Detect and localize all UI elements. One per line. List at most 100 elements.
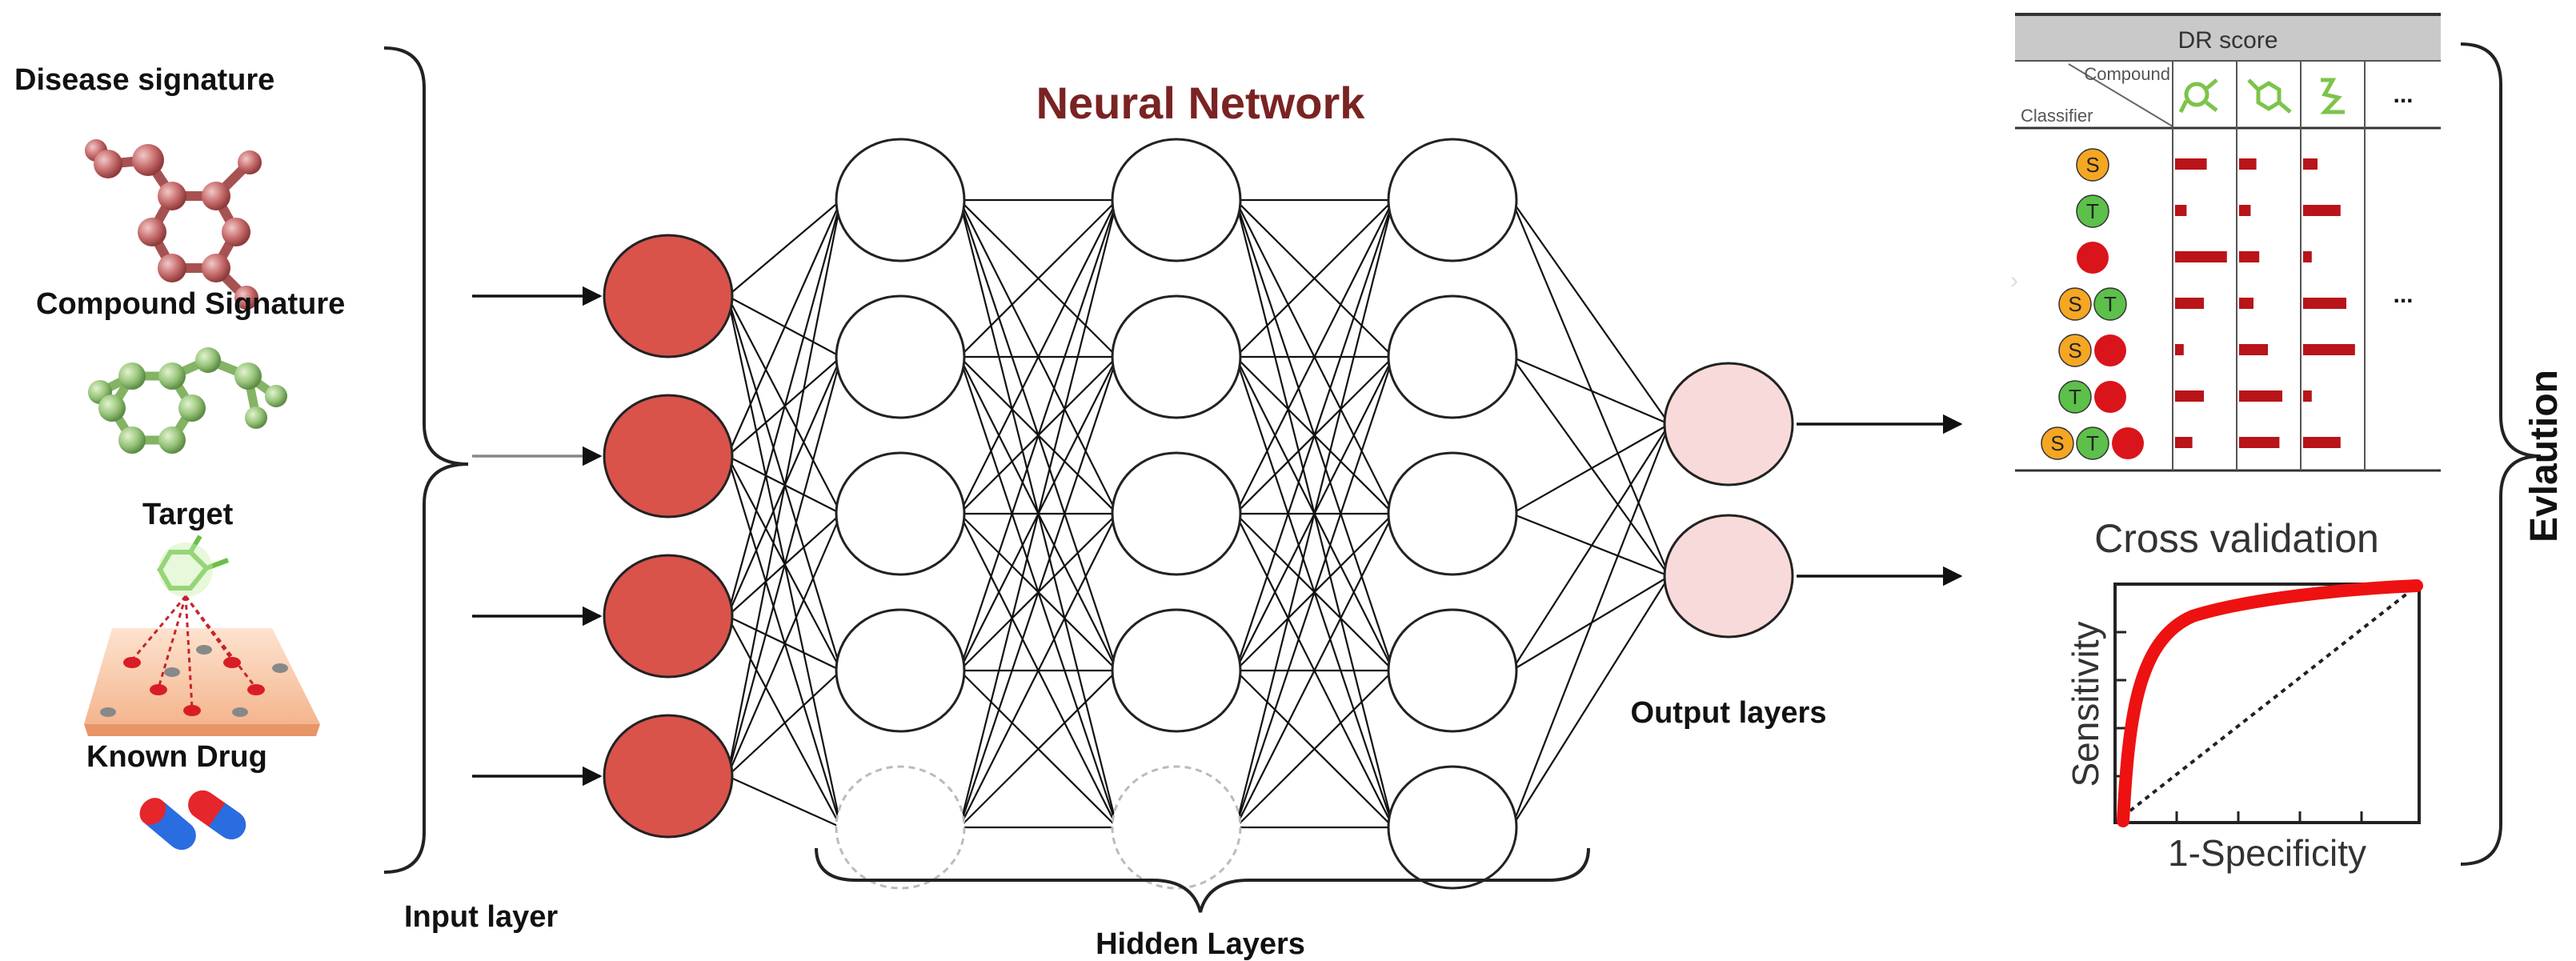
- dr-score-bar: [2175, 251, 2227, 262]
- network-edge: [1235, 513, 1394, 828]
- hidden-node: [1111, 765, 1242, 890]
- dr-score-bar: [2303, 205, 2341, 216]
- input-node: [603, 234, 734, 358]
- classifier-s-badge-label: S: [2085, 153, 2099, 177]
- network-edge: [1234, 356, 1395, 828]
- hidden-node: [1387, 765, 1518, 890]
- hidden-node: [1387, 294, 1518, 419]
- dr-score-bar: [2303, 344, 2355, 355]
- network-edge: [959, 513, 1118, 828]
- network-edge: [958, 199, 1119, 828]
- dr-score-bar: [2239, 390, 2282, 402]
- network-nodes: [603, 138, 1794, 890]
- hidden-node: [1111, 451, 1242, 576]
- target-label: Target: [142, 498, 234, 531]
- network-edge: [727, 670, 842, 777]
- dr-score-bar: [2239, 205, 2251, 216]
- network-edge: [726, 513, 843, 777]
- dr-score-bar: [2303, 390, 2312, 402]
- network-edge: [958, 199, 1119, 671]
- dr-score-bar: [2239, 158, 2257, 170]
- disease-signature-label: Disease signature: [14, 63, 274, 97]
- network-arrows: [472, 286, 1963, 787]
- input-node: [603, 394, 734, 519]
- network-edge: [1235, 670, 1394, 828]
- network-edge: [726, 199, 843, 777]
- network-edge: [726, 199, 843, 617]
- classifier-s-badge: [2058, 334, 2092, 367]
- network-edge: [1511, 355, 1670, 426]
- network-edge: [959, 199, 1118, 515]
- hidden-node: [835, 138, 966, 262]
- classifier-t-badge: [2076, 194, 2109, 228]
- dr-row-ellipsis: ...: [2393, 282, 2413, 308]
- hidden-node: [1111, 608, 1242, 733]
- classifier-s-badge: [2058, 287, 2092, 321]
- network-edge: [1235, 199, 1394, 515]
- hidden-node: [1111, 294, 1242, 419]
- hidden-layers-label: Hidden Layers: [1096, 927, 1305, 961]
- network-edge: [1511, 423, 1670, 515]
- evaluation-label: Evlaution: [2523, 370, 2566, 543]
- hidden-node: [835, 608, 966, 733]
- classifier-r-badge: [2077, 242, 2109, 274]
- dr-header-classifier: Classifier: [2021, 106, 2093, 126]
- network-edge: [727, 615, 842, 828]
- dr-score-bar: [2175, 437, 2193, 448]
- dr-score-bar: [2175, 390, 2204, 402]
- classifier-r-badge: [2094, 334, 2126, 366]
- network-edge: [1511, 199, 1670, 425]
- roc-title: Cross validation: [2094, 516, 2379, 561]
- dr-score-title: DR score: [2177, 27, 2278, 54]
- roc-diagonal: [2113, 583, 2421, 824]
- output-node: [1663, 514, 1794, 639]
- dr-score-bar: [2175, 158, 2207, 170]
- input-layer-label: Input layer: [404, 900, 558, 934]
- dr-score-bar: [2239, 437, 2280, 448]
- classifier-r-badge: [2094, 381, 2126, 413]
- compound-molecule-icon: [85, 139, 262, 310]
- dr-score-bar: [2175, 298, 2204, 309]
- dr-score-table: DR score Compound Classifier ... ... › S…: [2010, 13, 2441, 472]
- classifier-t-badge: [2058, 380, 2092, 414]
- input-node: [603, 554, 734, 679]
- network-connections: [726, 198, 1671, 829]
- dr-score-bar: [2175, 344, 2184, 355]
- dr-score-bar: [2175, 205, 2187, 216]
- dr-score-bar: [2303, 158, 2318, 170]
- roc-xlabel: 1-Specificity: [2168, 832, 2366, 874]
- classifier-t-badge: [2076, 426, 2109, 460]
- classifier-t-badge-label: T: [2086, 199, 2099, 223]
- classifier-s-badge-label: S: [2068, 292, 2081, 316]
- known-drug-label: Known Drug: [86, 740, 267, 774]
- input-brace: [383, 46, 469, 874]
- classifier-t-badge-label: T: [2069, 385, 2081, 409]
- roc-plot: Cross validation 1-Specificity Sensitivi…: [2065, 516, 2423, 874]
- network-edge: [1234, 199, 1395, 828]
- network-edge: [1511, 423, 1670, 671]
- dr-score-bar: [2239, 298, 2253, 309]
- dr-score-bar: [2303, 298, 2346, 309]
- network-edge: [1510, 423, 1671, 828]
- compound-signature-label: Compound Signature: [36, 287, 345, 321]
- network-edge: [726, 455, 843, 828]
- hidden-node: [1387, 608, 1518, 733]
- input-panel: Disease signature: [14, 46, 558, 934]
- dr-header-compound: Compound: [2084, 64, 2170, 84]
- hidden-layers-brace: [815, 847, 1590, 913]
- hidden-node: [1387, 138, 1518, 262]
- target-molecule-icon: [88, 347, 287, 454]
- dr-score-bar: [2239, 251, 2260, 262]
- compound-1-icon: [2178, 78, 2218, 114]
- classifier-s-badge: [2076, 148, 2109, 182]
- classifier-s-badge: [2041, 426, 2074, 460]
- network-edge: [1511, 512, 1670, 578]
- dr-score-bar: [2303, 251, 2312, 262]
- evaluation-brace: [2460, 42, 2542, 866]
- classifier-t-badge-label: T: [2104, 292, 2117, 316]
- dr-header-ellipsis: ...: [2393, 82, 2413, 108]
- classifier-s-badge-label: S: [2050, 431, 2064, 455]
- known-drug-plate-icon: [84, 535, 320, 736]
